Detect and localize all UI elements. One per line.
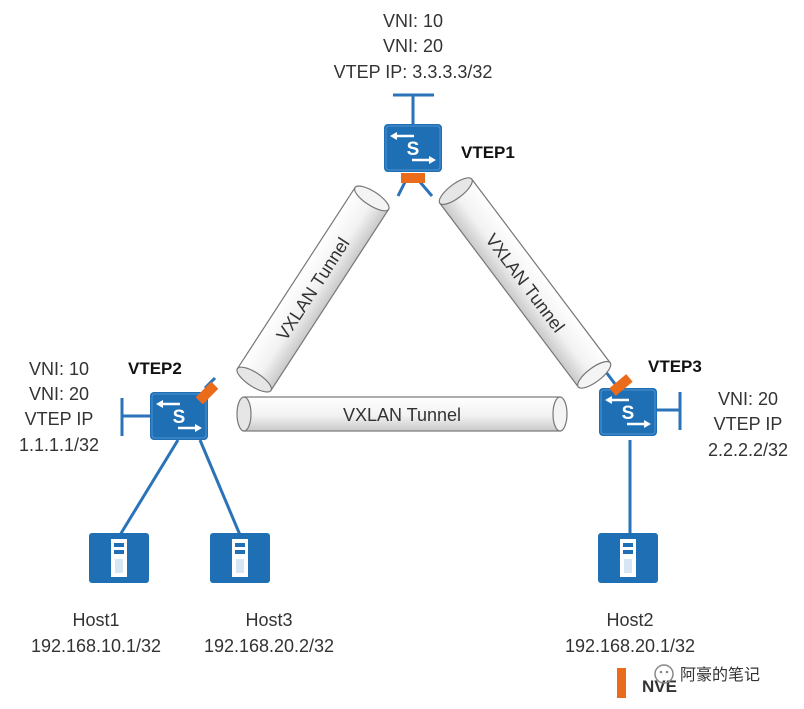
wechat-icon <box>654 664 674 684</box>
svg-text:VNI: 10: VNI: 10 <box>29 359 89 379</box>
host-links <box>118 439 632 536</box>
vtep2-info: VNI: 10 VNI: 20 VTEP IP 1.1.1.1/32 <box>19 359 99 455</box>
svg-text:2.2.2.2/32: 2.2.2.2/32 <box>708 440 788 460</box>
legend-nve-swatch <box>617 668 626 698</box>
tunnel-vtep1-vtep2: VXLAN Tunnel <box>236 185 390 393</box>
vtep1-switch: S <box>382 122 444 174</box>
tunnel-vtep1-vtep3: VXLAN Tunnel <box>438 177 612 389</box>
tunnel-label-t12: VXLAN Tunnel <box>272 234 353 344</box>
vtep2-uplink <box>120 398 150 436</box>
host2: Host2 192.168.20.1/32 <box>565 533 695 656</box>
host3-name: Host3 <box>245 610 292 630</box>
link-vtep2-host1 <box>118 439 180 536</box>
svg-text:VTEP IP: VTEP IP <box>714 414 783 434</box>
svg-text:1.1.1.1/32: 1.1.1.1/32 <box>19 435 99 455</box>
host1-name: Host1 <box>72 610 119 630</box>
vtep1-nve-marker <box>401 173 425 183</box>
vtep3-uplink <box>656 392 682 430</box>
svg-text:VNI: 20: VNI: 20 <box>29 384 89 404</box>
vtep2-nve-marker <box>195 381 219 405</box>
svg-text:VTEP IP: VTEP IP <box>25 409 94 429</box>
svg-text:VNI: 20: VNI: 20 <box>718 389 778 409</box>
host3-ip: 192.168.20.2/32 <box>204 636 334 656</box>
vtep1-info: VNI: 10 VNI: 20 VTEP IP: 3.3.3.3/32 <box>334 11 493 82</box>
vtep3-name: VTEP3 <box>648 357 702 376</box>
host2-ip: 192.168.20.1/32 <box>565 636 695 656</box>
vtep1-uplink <box>393 93 434 124</box>
host1: Host1 192.168.10.1/32 <box>31 533 161 656</box>
link-vtep2-host3 <box>198 439 242 536</box>
host3: Host3 192.168.20.2/32 <box>204 533 334 656</box>
switch-letter: S <box>173 407 186 428</box>
svg-text:VNI: 20: VNI: 20 <box>383 36 443 56</box>
vtep2-name: VTEP2 <box>128 359 182 378</box>
vtep3-info: VNI: 20 VTEP IP 2.2.2.2/32 <box>708 389 788 460</box>
vtep2-switch: S <box>148 390 210 442</box>
host1-ip: 192.168.10.1/32 <box>31 636 161 656</box>
tunnel-label-t23: VXLAN Tunnel <box>343 405 461 425</box>
svg-text:VTEP IP: 3.3.3.3/32: VTEP IP: 3.3.3.3/32 <box>334 62 493 82</box>
svg-text:VNI: 10: VNI: 10 <box>383 11 443 31</box>
tunnel-vtep2-vtep3: VXLAN Tunnel <box>236 396 568 432</box>
vtep3-nve-marker <box>609 374 633 396</box>
vtep3-switch: S <box>597 386 659 438</box>
tunnel-label-t13: VXLAN Tunnel <box>481 230 568 336</box>
watermark-text: 阿豪的笔记 <box>680 665 760 684</box>
switch-letter: S <box>407 139 420 160</box>
watermark: 阿豪的笔记 <box>654 664 760 684</box>
vtep1-name: VTEP1 <box>461 143 515 162</box>
switch-letter: S <box>622 403 635 424</box>
host2-name: Host2 <box>606 610 653 630</box>
